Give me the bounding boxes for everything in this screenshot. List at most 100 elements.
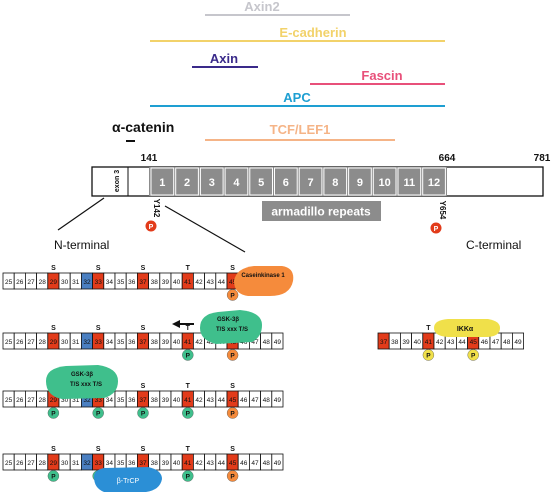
alpha-catenin-label: α-catenin (112, 119, 174, 135)
site-letter: S (51, 325, 56, 332)
residue-number: 43 (207, 397, 215, 404)
residue-number: 40 (173, 339, 181, 346)
residue-number: 36 (128, 279, 136, 286)
residue-number: 32 (83, 339, 91, 346)
phospho-p: P (426, 353, 431, 360)
y142-label: Y142 (152, 199, 161, 218)
residue-number: 39 (162, 339, 170, 346)
repeat-number: 1 (159, 177, 165, 189)
residue-number: 30 (61, 460, 69, 467)
ikk-residue-row: 37383940414243444546474849TPSP (377, 325, 525, 361)
repeat-box (348, 167, 372, 196)
repeat-number: 10 (379, 177, 391, 189)
phospho-circle (422, 349, 435, 361)
phospho-p: P (96, 411, 101, 418)
phospho-circle (137, 407, 149, 419)
residue-number: 43 (207, 339, 215, 346)
residue-number: 32 (83, 279, 91, 286)
site-letter: S (141, 383, 146, 390)
residue-cell (271, 390, 284, 408)
ikka-shape (434, 319, 500, 337)
phospho-circle (182, 349, 194, 361)
residue-number: 30 (61, 339, 69, 346)
residue-number: 40 (173, 279, 181, 286)
residue-number: 48 (263, 460, 271, 467)
residue-cell (271, 332, 284, 350)
residue-number: 26 (16, 460, 24, 467)
residue-number: 48 (263, 339, 271, 346)
residue-number: 32 (83, 397, 91, 404)
site-letter: S (96, 325, 101, 332)
phospho-circle (226, 470, 239, 482)
site-letter: T (426, 325, 431, 332)
residue-number: 48 (263, 397, 271, 404)
residue-number: 31 (72, 460, 80, 467)
enzymes: Caseinkinase 1 GSK-3β T/S xxx T/S GSK-3β… (46, 266, 500, 492)
repeat-box (199, 167, 224, 196)
repeat-box (298, 167, 323, 196)
residue-number: 33 (95, 339, 103, 346)
residue-number: 41 (184, 279, 192, 286)
site-letter: S (96, 265, 101, 272)
phospho-circle (182, 407, 194, 419)
residue-number: 32 (83, 460, 91, 467)
zoom-line-right (164, 205, 246, 253)
residue-number: 49 (274, 339, 282, 346)
caseinkinase1-shape (234, 266, 294, 296)
residue-number: 29 (50, 397, 58, 404)
residue-number: 29 (50, 279, 58, 286)
residue-number: 34 (106, 460, 114, 467)
residue-number: 44 (458, 339, 466, 346)
residue-number: 26 (16, 279, 24, 286)
e-cadherin-label: E-cadherin (279, 25, 346, 40)
residue-number: 43 (207, 279, 215, 286)
binding-partners: Axin2 E-cadherin Axin Fascin APC TCF/LEF… (112, 0, 445, 142)
phospho-circle (47, 407, 60, 419)
armadillo-repeats-label: armadillo repeats (271, 205, 371, 219)
residue-number: 28 (39, 339, 47, 346)
residue-number: 44 (218, 460, 226, 467)
site-letter: S (230, 265, 235, 272)
residue-number: 31 (72, 397, 80, 404)
phospho-p: P (471, 353, 476, 360)
residue-number: 38 (151, 460, 159, 467)
residue-number: 35 (117, 460, 125, 467)
phospho-p: P (230, 474, 235, 481)
site-letter: S (141, 446, 146, 453)
site-letter: T (186, 446, 191, 453)
site-letter: S (51, 265, 56, 272)
residue-number: 31 (72, 279, 80, 286)
y142-phospho (145, 220, 157, 232)
y142-site: Y142 P (145, 199, 161, 232)
residue-number: 37 (380, 339, 388, 346)
gsk3b-shape-row3 (46, 365, 118, 399)
residue-number: 44 (218, 397, 226, 404)
phospho-circle (47, 470, 60, 482)
gsk3b-shape-row2 (200, 310, 262, 344)
residue-number: 43 (207, 460, 215, 467)
residue-number: 28 (39, 397, 47, 404)
residue-number: 36 (128, 397, 136, 404)
y654-phospho (430, 222, 442, 234)
phospho-p: P (230, 411, 235, 418)
btrcp-label: β-TrCP (117, 478, 140, 485)
axin-label: Axin (210, 51, 238, 66)
residue-number: 45 (470, 339, 478, 346)
n-terminal-label: N-terminal (54, 238, 109, 252)
residue-number: 36 (128, 460, 136, 467)
repeat-box (175, 167, 199, 196)
residue-number: 27 (27, 279, 35, 286)
caseinkinase1-label: Caseinkinase 1 (241, 273, 285, 279)
arrow-left-icon (172, 320, 194, 328)
repeat-box (150, 167, 175, 196)
residue-number: 49 (274, 460, 282, 467)
phospho-p: P (186, 474, 191, 481)
residue-number: 27 (27, 460, 35, 467)
residue-number: 30 (61, 397, 69, 404)
residue-number: 45 (229, 460, 237, 467)
residue-number: 27 (27, 397, 35, 404)
residue-number: 35 (117, 279, 125, 286)
site-letter: T (186, 383, 191, 390)
